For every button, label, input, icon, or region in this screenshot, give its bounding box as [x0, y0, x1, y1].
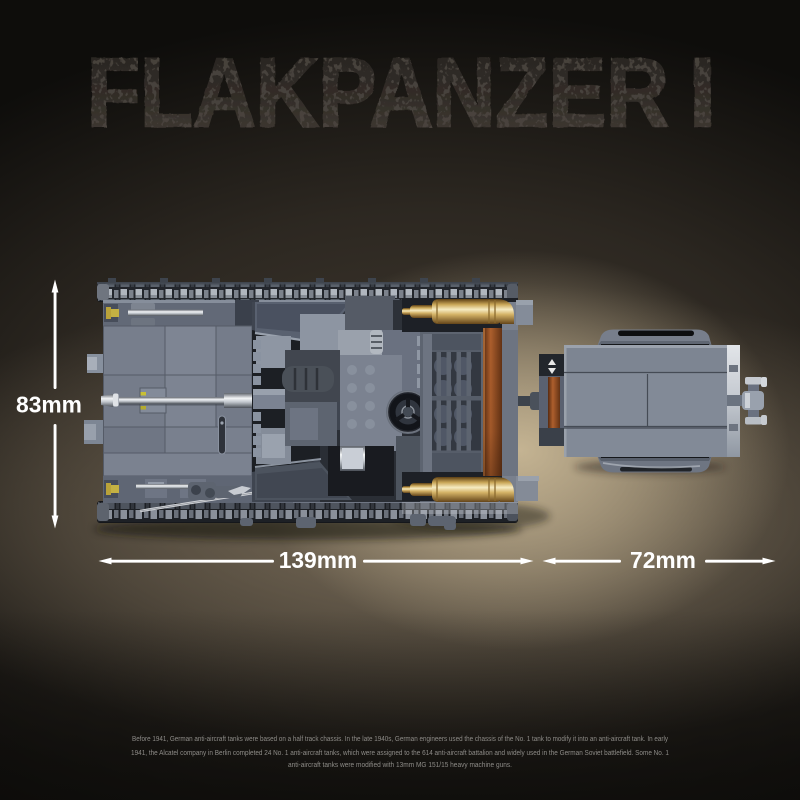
svg-text:FLAKPANZER: FLAKPANZER [87, 38, 669, 147]
svg-text:anti-aircraft tanks were modif: anti-aircraft tanks were modified with 1… [288, 760, 512, 769]
svg-text:139mm: 139mm [279, 547, 358, 573]
svg-text:72mm: 72mm [630, 547, 696, 573]
svg-text:Before 1941, German anti-aircr: Before 1941, German anti-aircraft tanks … [132, 734, 668, 743]
svg-text:83mm: 83mm [16, 392, 82, 418]
svg-text:1941, the Alcatel company in B: 1941, the Alcatel company in Berlin comp… [131, 748, 669, 757]
svg-text:I: I [689, 38, 716, 147]
